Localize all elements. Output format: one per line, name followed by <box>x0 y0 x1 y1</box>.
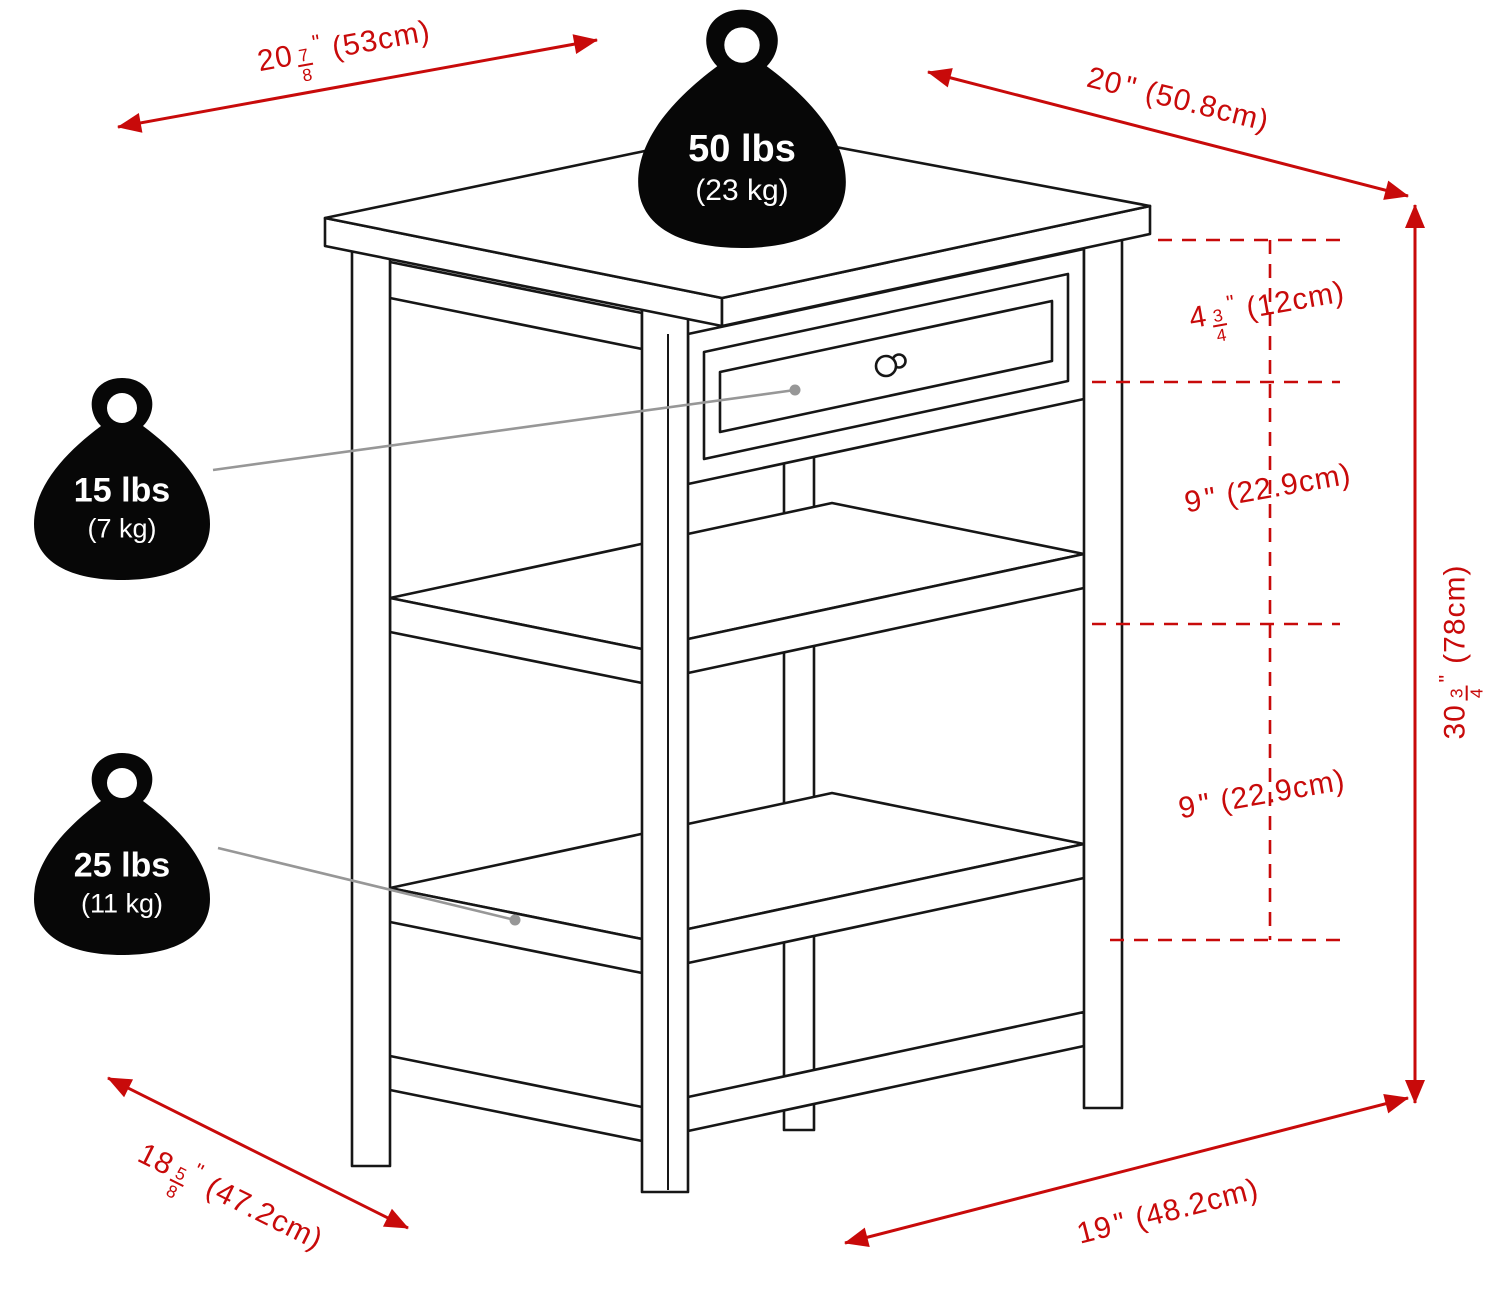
weight-capacity-shelf-kg: (11 kg) <box>80 888 164 919</box>
dimension-line-top-width <box>927 68 1409 200</box>
weight-capacity-shelf-lbs: 25 lbs <box>73 846 171 885</box>
dim-overall-height-metric: (78cm) <box>1438 564 1472 664</box>
left-leg <box>350 244 392 1168</box>
weight-capacity-drawer: 15 lbs (7 kg) <box>74 474 170 543</box>
pointer-line-shelf <box>217 846 521 926</box>
dim-lower-clearance-unit: " <box>1196 787 1214 822</box>
dim-overall-height-unit: " <box>1433 673 1459 683</box>
pointer-line-drawer <box>212 384 801 472</box>
dim-upper-clearance-unit: " <box>1202 481 1220 516</box>
dimension-line-base-width <box>844 1094 1409 1247</box>
weight-capacity-drawer-lbs: 15 lbs <box>73 471 171 510</box>
dim-top-depth-unit: " <box>310 29 324 56</box>
table-drawing <box>323 128 1152 1194</box>
dimension-line-base-depth <box>107 1076 409 1230</box>
upper-shelf <box>388 501 1086 685</box>
right-leg <box>1082 234 1124 1110</box>
dimension-dashed-lines <box>1092 238 1340 942</box>
dim-drawer-height-unit: " <box>1224 289 1238 316</box>
dim-top-depth-value: 20 <box>254 39 296 78</box>
left-stretcher <box>388 1054 644 1143</box>
dim-base-depth-unit: " <box>189 1157 209 1185</box>
weight-capacity-shelf: 25 lbs (11 kg) <box>74 849 170 918</box>
weight-capacity-drawer-kg: (7 kg) <box>87 513 157 544</box>
weight-capacity-top-kg: (23 kg) <box>695 174 789 207</box>
right-stretcher <box>686 1010 1086 1133</box>
dimension-line-top-depth <box>117 34 598 133</box>
dim-overall-height-value: 30 <box>1438 704 1472 740</box>
front-leg <box>640 308 690 1194</box>
lower-shelf <box>388 791 1086 975</box>
weight-capacity-top-lbs: 50 lbs <box>688 128 796 170</box>
weight-capacity-top: 50 lbs (23 kg) <box>688 130 796 206</box>
